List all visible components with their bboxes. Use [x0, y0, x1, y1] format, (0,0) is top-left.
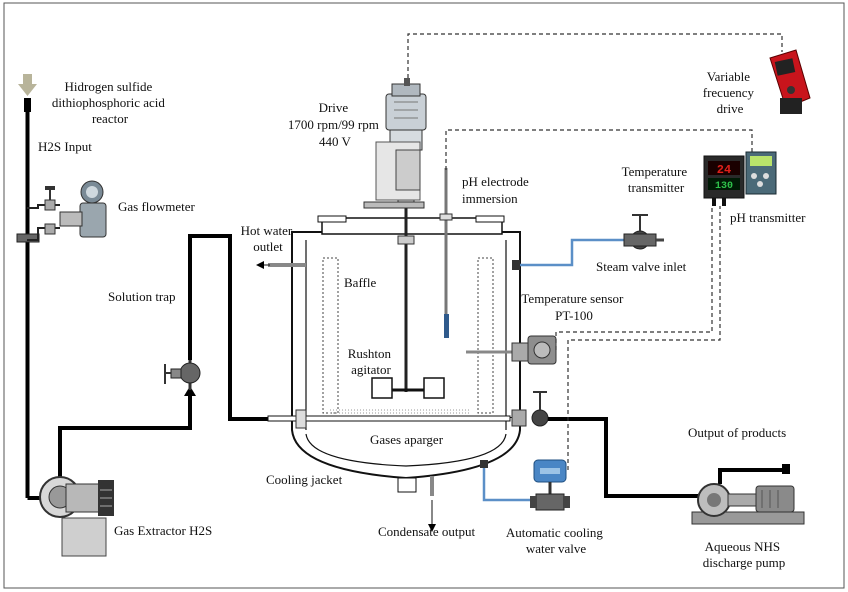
- gas-flowmeter-label: Gas flowmeter: [118, 199, 196, 214]
- vfd-signal-line: [407, 33, 783, 78]
- cooling-valve-signal-line: [567, 206, 721, 470]
- solution-trap-valve-icon: [164, 355, 201, 390]
- h2s-input-arrow-icon: [18, 74, 37, 96]
- ph-signal-line: [445, 129, 753, 170]
- drive-motor-icon: [363, 78, 427, 209]
- controller-top-value: 24: [717, 163, 731, 177]
- discharge-pump-icon: [691, 483, 805, 525]
- extractor-to-trap-line: [58, 395, 192, 480]
- temperature-signal-line: [555, 206, 713, 350]
- gas-extractor-icon: [39, 476, 114, 557]
- temperature-transmitter-label: Temperature transmitter: [622, 164, 691, 195]
- hot-water-outlet-label: Hot water outlet: [241, 223, 296, 254]
- reactor-title: Hidrogen sulfide dithiophosphoric acid r…: [52, 79, 168, 126]
- baffle-left: [322, 257, 339, 414]
- gases-sparger-label: Gases aparger: [370, 432, 444, 447]
- drive-label: Drive 1700 rpm/99 rpm 440 V: [288, 100, 382, 149]
- cooling-water-line: [482, 466, 536, 502]
- vfd-label: Variable frecuency drive: [703, 69, 758, 116]
- steam-valve-icon: [623, 214, 664, 250]
- discharge-pump-label: Aqueous NHS discharge pump: [703, 539, 785, 570]
- automatic-cooling-valve-icon: [530, 459, 570, 511]
- pump-discharge-line: [718, 468, 784, 484]
- baffle-label: Baffle: [344, 275, 376, 290]
- condensate-output-label: Condensate output: [378, 524, 476, 539]
- temperature-sensor-label: Temperature sensor PT-100: [521, 291, 626, 323]
- product-output-line: [548, 417, 698, 498]
- cooling-jacket-label: Cooling jacket: [266, 472, 343, 487]
- gas-extractor-label: Gas Extractor H2S: [114, 523, 212, 538]
- temperature-transmitter-icon: 24 130: [703, 155, 745, 206]
- gas-flowmeter-icon: [27, 180, 107, 241]
- controller-bottom-value: 130: [715, 181, 733, 192]
- diagram-frame: [3, 2, 845, 589]
- output-of-products-label: Output of products: [688, 425, 786, 440]
- ph-electrode-label: pH electrode immersion: [462, 174, 532, 206]
- ph-electrode-icon: [439, 168, 453, 338]
- ph-transmitter-label: pH transmitter: [730, 210, 806, 225]
- automatic-cooling-valve-label: Automatic cooling water valve: [506, 525, 606, 556]
- rushton-agitator-label: Rushton agitator: [348, 346, 395, 377]
- baffle-right: [477, 257, 494, 414]
- variable-frequency-drive-icon: [769, 49, 811, 114]
- temperature-sensor-icon: [466, 335, 557, 365]
- solution-trap-label: Solution trap: [108, 289, 176, 304]
- trap-to-reactor-line: [188, 234, 270, 421]
- steam-valve-label: Steam valve inlet: [596, 259, 687, 274]
- h2s-input-label: H2S Input: [38, 139, 92, 154]
- ph-transmitter-icon: [745, 151, 777, 195]
- gas-sparger: [267, 415, 511, 422]
- steam-inlet-line: [516, 238, 624, 267]
